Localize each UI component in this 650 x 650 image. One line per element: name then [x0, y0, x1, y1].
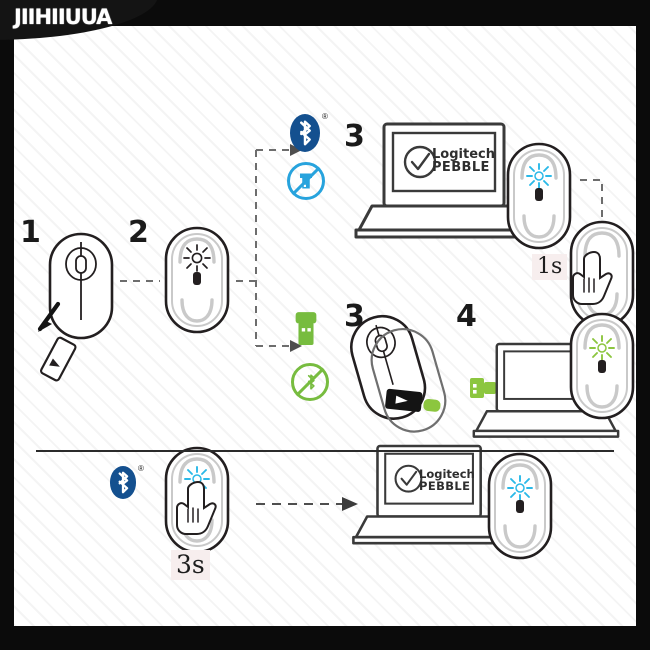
- step-1-number: 1: [20, 215, 41, 250]
- brand-watermark-text: JIIHIIUUA: [14, 5, 112, 29]
- brand-line-2: PEBBLE: [432, 160, 490, 176]
- bottom-result-mouse: [487, 452, 553, 560]
- bottom-bluetooth-icons: ®: [110, 464, 144, 499]
- brand-line-1-bottom: Logitech: [419, 467, 475, 481]
- press-duration-3s: 3s: [171, 550, 210, 580]
- arrow-right-icon: [499, 380, 534, 396]
- step-1-illustration: [37, 232, 114, 382]
- bottom-laptop: [352, 444, 507, 545]
- step-4-number: 4: [456, 299, 477, 334]
- step-2-number: 2: [128, 215, 149, 250]
- step-4-receiver-illustration: [470, 342, 620, 438]
- hand-press-icon-bottom: [176, 480, 217, 535]
- right-mouse-blue-led: [506, 142, 572, 250]
- bluetooth-icon-bottom: [110, 466, 136, 499]
- bluetooth-branch-icons: ®: [287, 112, 328, 200]
- laptop-brand-text-bottom: Logitech PEBBLE: [419, 467, 475, 493]
- brand-line-1: Logitech: [432, 147, 495, 162]
- registered-mark-bottom: ®: [138, 464, 144, 473]
- step-2-illustration: [164, 226, 230, 334]
- bottom-press-mouse: [164, 446, 230, 554]
- no-usb-receiver-icon: [287, 162, 325, 200]
- receiver-branch-icons: [290, 310, 329, 401]
- section-divider: [36, 450, 614, 452]
- no-bluetooth-icon: [291, 363, 329, 401]
- right-mouse-green-led: [569, 312, 635, 420]
- press-duration-1s: 1s: [532, 254, 568, 281]
- bottom-led: [184, 466, 210, 492]
- usb-receiver-icon: [290, 310, 329, 355]
- step-3-bluetooth-laptop: [354, 122, 534, 239]
- registered-mark: ®: [322, 112, 328, 121]
- brand-line-2-bottom: PEBBLE: [419, 478, 471, 493]
- laptop-brand-text: Logitech PEBBLE: [432, 148, 495, 175]
- bluetooth-icon: [290, 114, 320, 152]
- right-mouse-press-hold: [569, 220, 635, 328]
- dashed-route-right: [580, 179, 603, 314]
- step-3-bluetooth-number: 3: [344, 119, 365, 154]
- led-indicator: [183, 244, 211, 272]
- instruction-card: 1 2 3 3 4 ®: [14, 26, 636, 626]
- step-3-receiver-number: 3: [344, 299, 365, 334]
- usb-dongle-small: [470, 378, 496, 398]
- bottom-arrowhead: [342, 497, 358, 511]
- hand-press-icon: [572, 250, 613, 305]
